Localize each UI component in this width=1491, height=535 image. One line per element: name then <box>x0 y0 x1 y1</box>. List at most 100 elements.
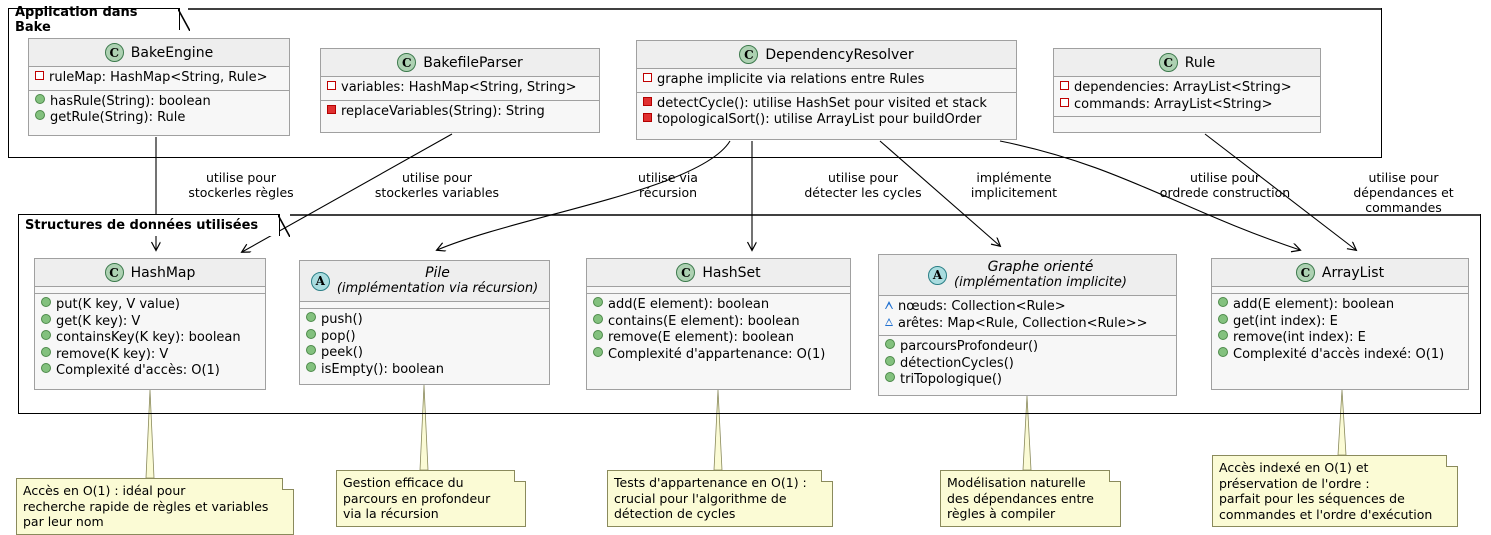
attribute-compartment <box>587 287 850 294</box>
method-compartment: detectCycle(): utilise HashSet pour visi… <box>637 93 1016 132</box>
note-text: Gestion efficace du parcours en profonde… <box>343 475 491 521</box>
class-title: C HashSet <box>587 259 850 287</box>
note-hashset: Tests d'appartenance en O(1) : crucial p… <box>607 470 833 527</box>
class-box-bakefileparser[interactable]: C BakefileParser variables: HashMap<String… <box>320 48 600 133</box>
method-row: Complexité d'accès indexé: O(1) <box>1218 346 1462 364</box>
edge-label-bakefileparser-hashmap: utilise pour stockerles variables <box>374 170 500 200</box>
method-text: Complexité d'accès: O(1) <box>56 363 220 378</box>
edge-label-resolver-arraylist: utilise pour ordrede construction <box>1159 170 1291 200</box>
method-text: Complexité d'accès indexé: O(1) <box>1233 346 1445 362</box>
class-name-text: DependencyResolver <box>765 46 914 63</box>
visibility-pub-method-icon <box>306 312 316 322</box>
method-compartment: replaceVariables(String): String <box>321 101 599 124</box>
visibility-pub-field-icon <box>1060 81 1069 90</box>
visibility-pub-field-icon <box>35 71 44 80</box>
note-text: Accès indexé en O(1) et préservation de … <box>1219 460 1433 522</box>
method-text: parcoursProfondeur() <box>900 339 1039 354</box>
class-name-text: BakeEngine <box>130 44 214 61</box>
class-stereotype-icon: C <box>104 263 124 282</box>
attribute-text: variables: HashMap<String, String> <box>341 80 577 95</box>
class-name-text: HashSet <box>702 264 761 281</box>
method-text: put(K key, V value) <box>56 297 180 312</box>
edge-label-resolver-hashset: utilise pour détecter les cycles <box>804 170 922 200</box>
method-row: triTopologique() <box>885 372 1170 389</box>
attribute-compartment: nœuds: Collection<Rule>arêtes: Map<Rule,… <box>879 296 1176 336</box>
class-title: C ArrayList <box>1212 259 1468 287</box>
note-text: Tests d'appartenance en O(1) : crucial p… <box>614 475 807 521</box>
package-structures <box>18 214 1481 414</box>
class-stereotype-icon: C <box>676 263 696 282</box>
class-stereotype-icon: C <box>739 45 759 64</box>
class-box-grapheoriente[interactable]: A Graphe orienté(implémentation implicite… <box>878 254 1177 396</box>
method-row: Complexité d'appartenance: O(1) <box>593 346 844 364</box>
method-text: containsKey(K key): boolean <box>56 330 241 345</box>
attribute-text: commands: ArrayList<String> <box>1074 96 1273 112</box>
class-name: Graphe orienté(implémentation implicite) <box>954 259 1127 291</box>
visibility-pub-method-icon <box>885 339 895 349</box>
method-text: get(K key): V <box>56 313 141 329</box>
note-fold-corner-icon <box>1109 470 1121 482</box>
abstract-stereotype-icon: A <box>928 265 948 285</box>
class-name: ArrayList <box>1322 265 1384 281</box>
method-row: isEmpty(): boolean <box>306 361 543 379</box>
visibility-priv-method-icon <box>327 104 336 114</box>
class-name: HashSet <box>702 265 760 281</box>
method-row: add(E element): boolean <box>1218 297 1462 314</box>
package-structures-top-edge <box>290 214 1481 216</box>
method-text: détectionCycles() <box>900 355 1014 371</box>
method-row: topologicalSort(): utilise ArrayList pou… <box>643 112 1010 129</box>
attribute-compartment <box>300 302 549 309</box>
visibility-pkg-field-icon <box>884 301 893 309</box>
method-row: replaceVariables(String): String <box>327 104 593 121</box>
class-name: DependencyResolver <box>765 47 913 63</box>
note-pile: Gestion efficace du parcours en profonde… <box>336 470 526 527</box>
method-row: pop() <box>306 328 543 346</box>
class-stereotype-icon: C <box>397 53 417 72</box>
tab-slant <box>278 215 290 237</box>
method-row: parcoursProfondeur() <box>885 339 1170 356</box>
attribute-text: dependencies: ArrayList<String> <box>1074 80 1292 95</box>
visibility-pub-field-icon <box>327 81 336 90</box>
class-stereotype-icon: C <box>1295 263 1315 282</box>
class-name-text: BakefileParser <box>423 54 523 71</box>
method-text: remove(E element): boolean <box>608 330 794 345</box>
edge-label-resolver-graphe: implémente implicitement <box>970 170 1058 200</box>
visibility-pub-method-icon <box>306 361 316 372</box>
method-text: add(E element): boolean <box>608 297 770 312</box>
method-text: pop() <box>321 328 356 344</box>
package-structures-title: Structures de données utilisées <box>25 218 259 233</box>
visibility-priv-method-icon <box>643 96 652 106</box>
visibility-priv-method-icon <box>643 113 652 122</box>
method-text: push() <box>321 312 363 327</box>
method-row: put(K key, V value) <box>41 297 259 314</box>
method-row: get(K key): V <box>41 313 259 331</box>
package-application-title: Application dans Bake <box>15 4 138 35</box>
visibility-pub-field-icon <box>1060 97 1069 107</box>
note-graphe: Modélisation naturelle des dépendances e… <box>940 470 1121 527</box>
visibility-pub-method-icon <box>1218 297 1228 307</box>
method-text: Complexité d'appartenance: O(1) <box>608 346 826 362</box>
method-text: remove(int index): E <box>1233 330 1366 345</box>
class-subtitle: (implémentation via récursion) <box>336 281 539 296</box>
class-title: C DependencyResolver <box>637 41 1016 69</box>
class-stereotype-icon: C <box>104 43 124 62</box>
visibility-pub-method-icon <box>41 346 51 357</box>
method-text: topologicalSort(): utilise ArrayList pou… <box>657 112 982 127</box>
class-box-bakeengine[interactable]: C BakeEngine ruleMap: HashMap<String, Rule… <box>28 38 290 136</box>
attribute-text: ruleMap: HashMap<String, Rule> <box>49 70 268 85</box>
visibility-pub-method-icon <box>1218 346 1228 357</box>
attribute-row: variables: HashMap<String, String> <box>327 80 593 97</box>
method-text: isEmpty(): boolean <box>321 361 444 377</box>
visibility-pub-method-icon <box>885 355 895 366</box>
class-name: Rule <box>1185 55 1215 71</box>
